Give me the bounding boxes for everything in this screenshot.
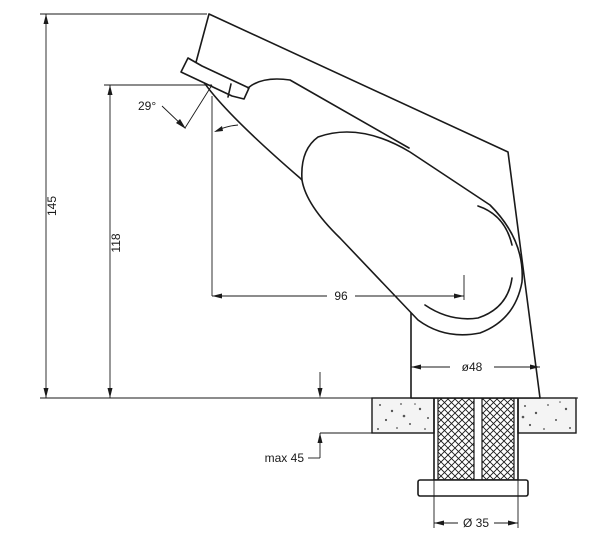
dimension-body-diameter: ø48 [411,360,540,374]
spout-angle-label: 29° [138,99,156,113]
hose-left [437,397,475,481]
countertop-speckle [377,401,571,430]
faucet-body [180,13,541,399]
dimension-spout-height: 118 [104,84,212,398]
shank-assembly [417,397,529,497]
body-diameter-label: ø48 [462,360,483,374]
dimension-shank-diameter: Ø 35 [433,480,519,530]
dimension-spout-angle: 29° [138,84,239,296]
spout-height-label: 118 [109,233,123,252]
countertop-section [371,397,577,434]
dimension-total-height: 145 [40,13,207,398]
dimension-spout-reach: 96 [212,275,465,303]
total-height-label: 145 [45,196,59,216]
spout-reach-label: 96 [334,289,348,303]
dimension-counter-thickness: max 45 [265,372,372,465]
mounting-nut [417,479,529,497]
hose-right [481,397,515,481]
shank-diameter-label: Ø 35 [463,516,489,530]
counter-thickness-label: max 45 [265,451,305,465]
lever-handle [301,131,524,336]
spout-aerator [180,57,250,100]
